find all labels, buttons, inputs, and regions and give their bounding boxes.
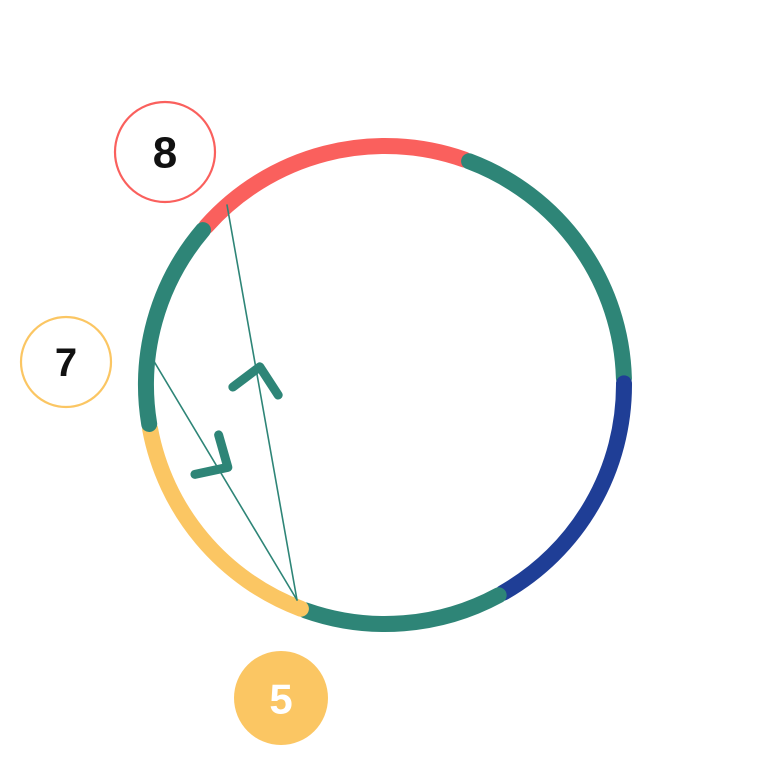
tick-mark-group bbox=[190, 362, 283, 479]
segment-coral-top bbox=[198, 138, 473, 235]
badge-5-label: 5 bbox=[269, 676, 292, 723]
segment-amber bbox=[142, 420, 309, 617]
tick-mark-chord-top bbox=[228, 362, 283, 400]
segment-blue bbox=[495, 375, 632, 601]
chord-left-bottom bbox=[145, 347, 298, 601]
badge-7-circle[interactable] bbox=[19, 315, 113, 409]
chord-top-bottom bbox=[226, 204, 298, 601]
tick-mark-chord-left bbox=[190, 430, 233, 479]
segment-teal-bottom bbox=[297, 587, 507, 632]
segment-teal-right bbox=[461, 153, 632, 387]
ring-segment-group bbox=[138, 138, 632, 632]
badge-8[interactable]: 8 bbox=[113, 100, 217, 204]
tick-mark-chord-left-glyph bbox=[190, 430, 233, 479]
badge-8-circle[interactable] bbox=[113, 100, 217, 204]
chord-group bbox=[145, 204, 298, 601]
tick-mark-chord-top-glyph bbox=[228, 362, 283, 400]
badge-8-label: 8 bbox=[153, 129, 177, 178]
badge-5-circle[interactable] bbox=[234, 651, 328, 745]
segment-teal-left bbox=[138, 222, 211, 433]
badge-7[interactable]: 7 bbox=[19, 315, 113, 409]
badge-5[interactable]: 5 bbox=[234, 651, 328, 745]
badge-group: 8 7 5 bbox=[19, 100, 328, 745]
badge-7-label: 7 bbox=[55, 341, 77, 385]
